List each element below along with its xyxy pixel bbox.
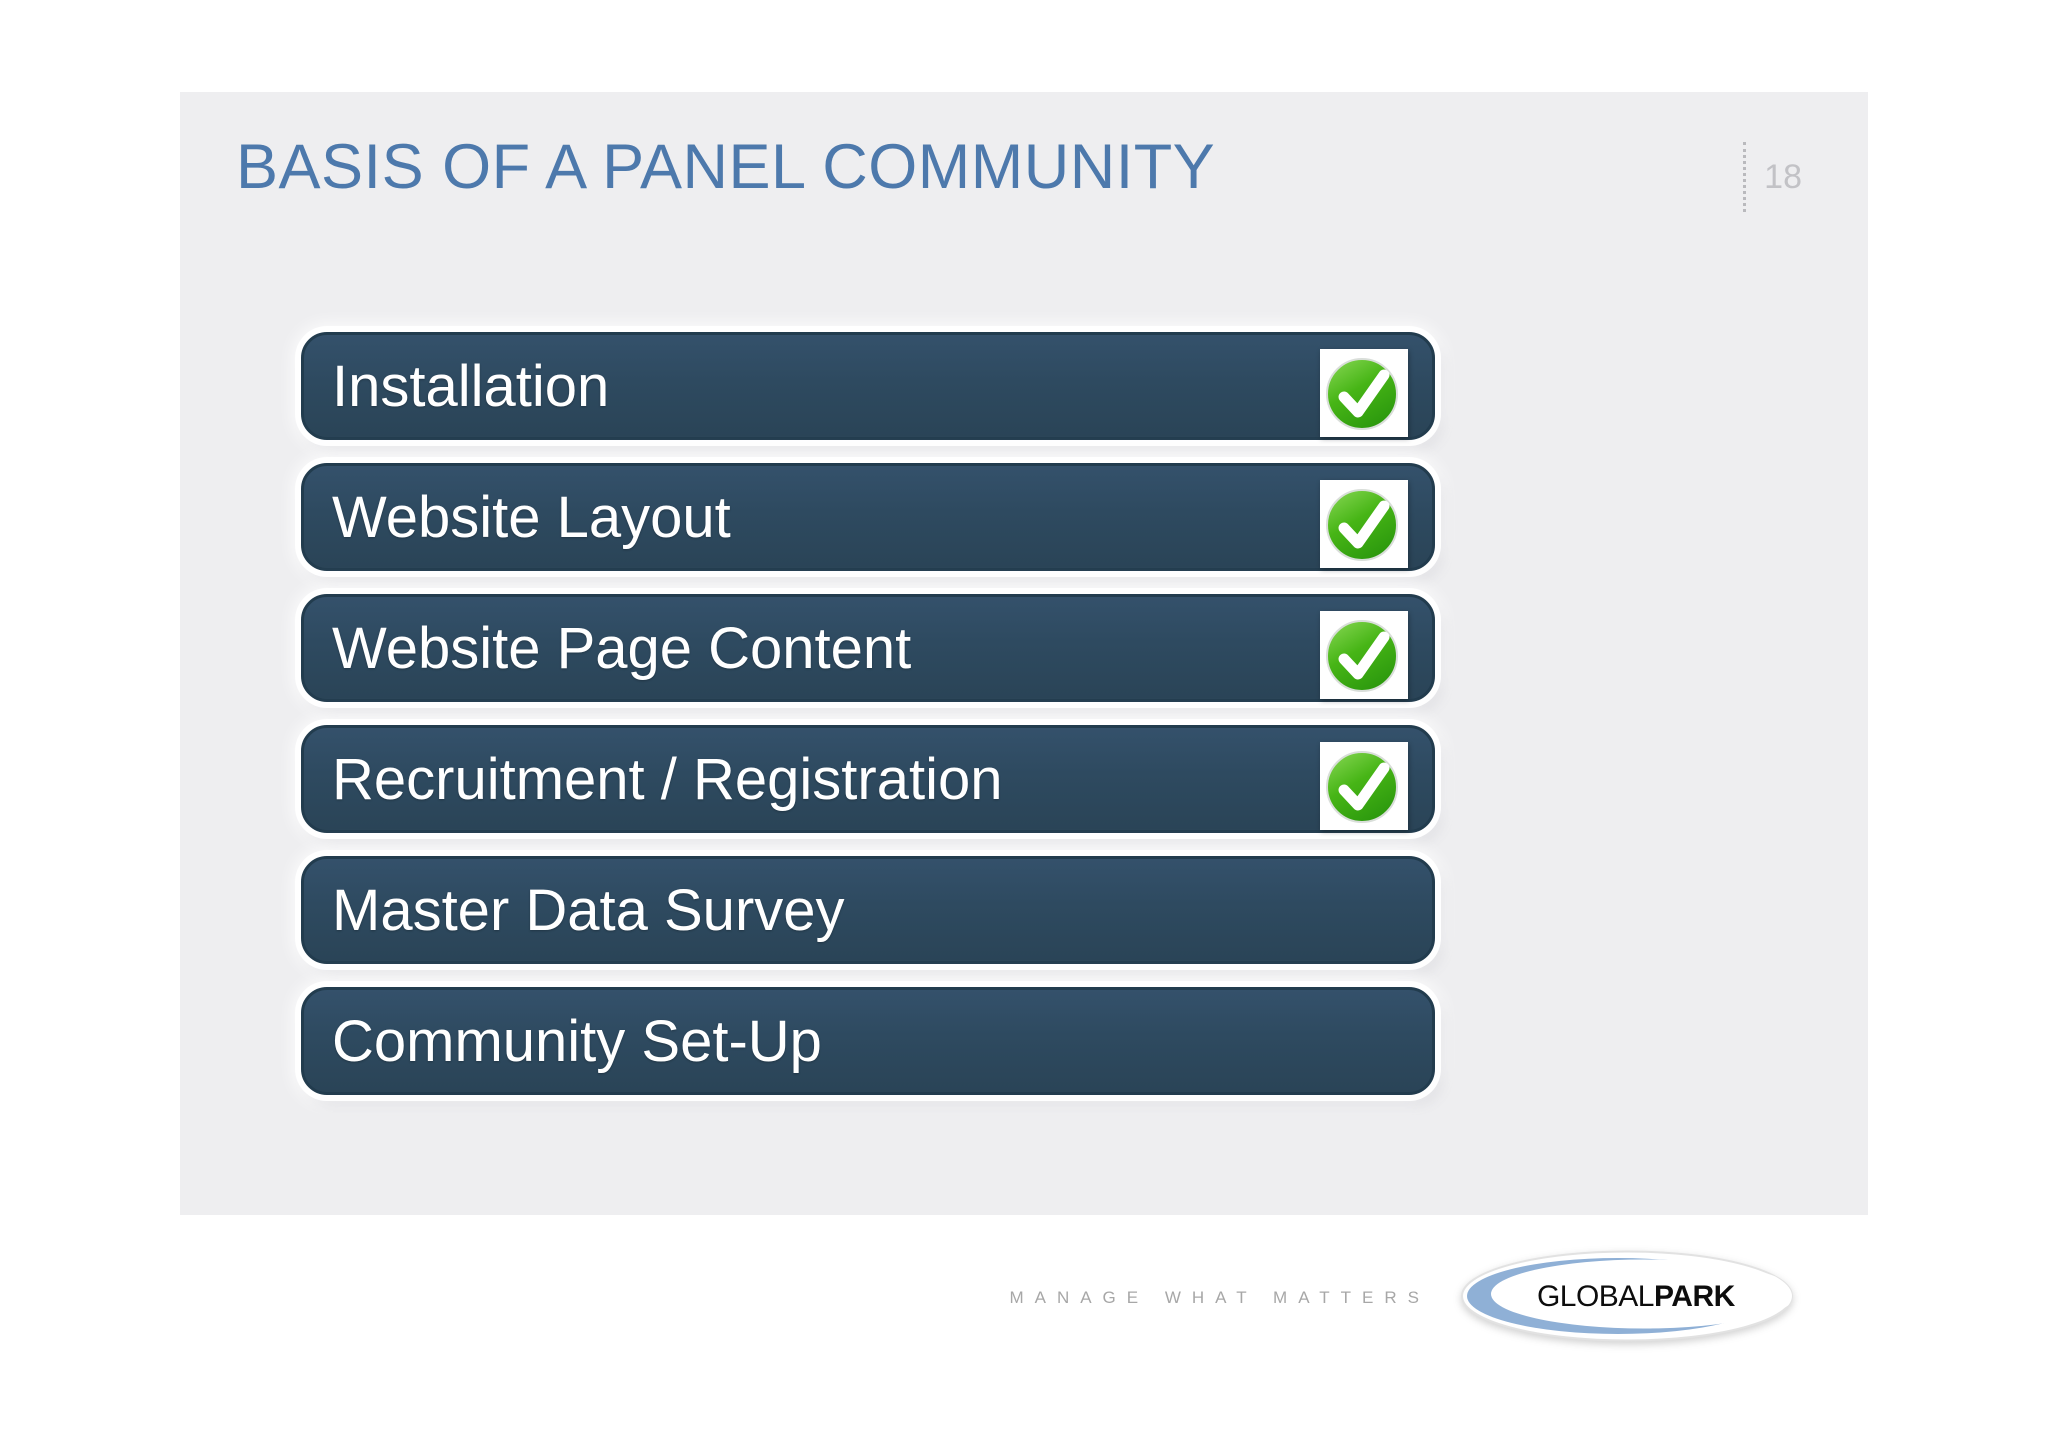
checklist-item: Community Set-Up xyxy=(301,987,1435,1095)
page-number-group: 18 xyxy=(1743,142,1802,212)
checklist-item: Installation xyxy=(301,332,1435,440)
checklist-item-label: Community Set-Up xyxy=(332,1008,822,1074)
checklist-item: Recruitment / Registration xyxy=(301,725,1435,833)
checklist-item-label: Website Page Content xyxy=(332,615,912,681)
checklist: Installation Website Layout xyxy=(301,332,1435,1118)
globalpark-logo: GLOBAL PARK xyxy=(1460,1250,1794,1342)
checkmark-icon xyxy=(1320,742,1408,830)
checklist-item: Master Data Survey xyxy=(301,856,1435,964)
checklist-item-label: Recruitment / Registration xyxy=(332,746,1003,812)
checklist-item: Website Page Content xyxy=(301,594,1435,702)
checklist-item-label: Website Layout xyxy=(332,484,731,550)
checkmark-icon xyxy=(1320,480,1408,568)
slide-background: BASIS OF A PANEL COMMUNITY 18 Installati… xyxy=(180,92,1868,1215)
checkmark-icon xyxy=(1320,611,1408,699)
logo-text-global: GLOBAL xyxy=(1537,1280,1654,1313)
dotted-separator xyxy=(1743,142,1747,212)
tagline: MANAGE WHAT MATTERS xyxy=(1009,1288,1430,1307)
checklist-item-label: Installation xyxy=(332,353,610,419)
checklist-item-label: Master Data Survey xyxy=(332,877,845,943)
checklist-item: Website Layout xyxy=(301,463,1435,571)
page-number: 18 xyxy=(1764,157,1802,196)
checkmark-icon xyxy=(1320,349,1408,437)
slide-title: BASIS OF A PANEL COMMUNITY xyxy=(236,132,1216,202)
logo-text-park: PARK xyxy=(1654,1280,1736,1313)
